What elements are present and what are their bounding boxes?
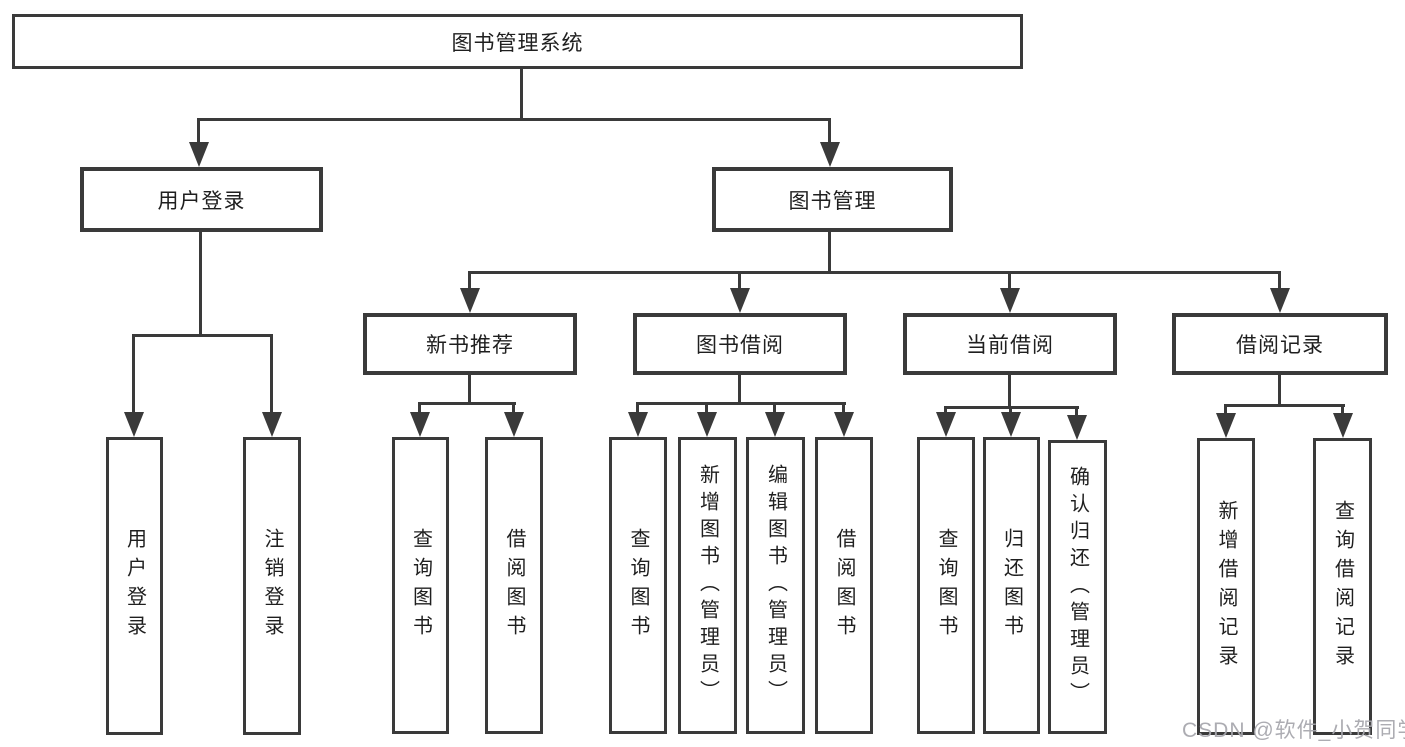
leaf-cb-confirm-return-admin-label: 确认归还（管理员） xyxy=(1066,465,1089,709)
connector-drop-user-login xyxy=(197,118,200,146)
connector-new-book-rail xyxy=(419,402,516,405)
arrowhead-bb-edit xyxy=(765,412,785,437)
node-new-book-recommend-label: 新书推荐 xyxy=(426,334,514,357)
arrowhead-new-book xyxy=(460,288,480,313)
arrowhead-leaf-login xyxy=(124,412,144,437)
leaf-nb-query-books-label: 查询图书 xyxy=(409,527,432,644)
leaf-br-query-record-label: 查询借阅记录 xyxy=(1331,499,1354,674)
node-user-login: 用户登录 xyxy=(80,167,323,232)
connector-drop-leaf-logout xyxy=(270,334,273,416)
leaf-logout: 注销登录 xyxy=(243,437,301,735)
node-borrow-records: 借阅记录 xyxy=(1172,313,1388,375)
connector-drop-cb-return xyxy=(1009,406,1012,416)
arrowhead-bb-borrow xyxy=(834,412,854,437)
connector-drop-bb-borrow xyxy=(842,402,845,416)
connector-drop-br-query xyxy=(1341,404,1344,416)
leaf-bb-borrow-books: 借阅图书 xyxy=(815,437,873,734)
node-book-borrow: 图书借阅 xyxy=(633,313,847,375)
leaf-user-login: 用户登录 xyxy=(106,437,163,735)
arrowhead-br-query xyxy=(1333,413,1353,438)
leaf-bb-add-books-admin: 新增图书（管理员） xyxy=(678,437,737,734)
connector-drop-current-borrow xyxy=(1008,271,1011,291)
leaf-bb-edit-books-admin: 编辑图书（管理员） xyxy=(746,437,805,734)
connector-drop-nb-borrow xyxy=(512,402,515,416)
connector-drop-leaf-login xyxy=(132,334,135,416)
connector-borrow-records-stem xyxy=(1278,375,1281,407)
connector-drop-cb-confirm xyxy=(1075,406,1078,416)
connector-drop-new-book xyxy=(468,271,471,291)
leaf-br-query-record: 查询借阅记录 xyxy=(1313,438,1372,735)
arrowhead-user-login xyxy=(189,142,209,167)
connector-drop-bb-add xyxy=(705,402,708,416)
connector-borrow-records-rail xyxy=(1225,404,1345,407)
leaf-bb-edit-books-admin-label: 编辑图书（管理员） xyxy=(764,464,787,707)
node-new-book-recommend: 新书推荐 xyxy=(363,313,577,375)
arrowhead-bb-query xyxy=(628,412,648,437)
node-root-system: 图书管理系统 xyxy=(12,14,1023,69)
arrowhead-borrow-records xyxy=(1270,288,1290,313)
leaf-cb-return-books: 归还图书 xyxy=(983,437,1040,734)
leaf-cb-return-books-label: 归还图书 xyxy=(1000,527,1023,644)
connector-new-book-stem xyxy=(468,375,471,404)
node-current-borrow-label: 当前借阅 xyxy=(966,334,1054,357)
connector-drop-nb-query xyxy=(418,402,421,416)
connector-drop-book-borrow xyxy=(738,271,741,291)
leaf-nb-query-books: 查询图书 xyxy=(392,437,449,734)
connector-book-borrow-rail xyxy=(637,402,846,405)
leaf-cb-query-books-label: 查询图书 xyxy=(935,527,957,644)
connector-user-login-stem xyxy=(199,232,202,337)
connector-user-login-rail xyxy=(133,334,273,337)
connector-current-borrow-rail xyxy=(945,406,1079,409)
arrowhead-leaf-logout xyxy=(262,412,282,437)
connector-drop-bb-edit xyxy=(773,402,776,416)
connector-root-rail xyxy=(199,118,831,121)
leaf-bb-add-books-admin-label: 新增图书（管理员） xyxy=(696,464,719,707)
arrowhead-book-borrow xyxy=(730,288,750,313)
connector-book-borrow-stem xyxy=(738,375,741,404)
node-current-borrow: 当前借阅 xyxy=(903,313,1117,375)
node-book-management-label: 图书管理 xyxy=(788,189,877,213)
node-book-management: 图书管理 xyxy=(712,167,953,232)
connector-root-stem xyxy=(520,69,523,121)
leaf-bb-borrow-books-label: 借阅图书 xyxy=(833,527,855,644)
arrowhead-cb-confirm xyxy=(1067,415,1087,440)
node-root-label: 图书管理系统 xyxy=(451,31,584,55)
arrowhead-nb-query xyxy=(410,412,430,437)
arrowhead-nb-borrow xyxy=(504,412,524,437)
leaf-bb-query-books-label: 查询图书 xyxy=(627,527,649,644)
connector-drop-bb-query xyxy=(636,402,639,416)
leaf-user-login-label: 用户登录 xyxy=(123,528,146,644)
connector-drop-br-add xyxy=(1224,404,1227,416)
connector-drop-borrow-records xyxy=(1278,271,1281,291)
arrowhead-book-mgmt xyxy=(820,142,840,167)
leaf-nb-borrow-books-label: 借阅图书 xyxy=(503,527,525,644)
node-user-login-label: 用户登录 xyxy=(157,189,246,213)
leaf-br-add-record: 新增借阅记录 xyxy=(1197,438,1255,735)
connector-current-borrow-stem xyxy=(1008,375,1011,408)
leaf-nb-borrow-books: 借阅图书 xyxy=(485,437,543,734)
arrowhead-current-borrow xyxy=(1000,288,1020,313)
leaf-br-add-record-label: 新增借阅记录 xyxy=(1215,499,1237,674)
arrowhead-bb-add xyxy=(697,412,717,437)
connector-book-mgmt-rail xyxy=(468,271,1281,274)
connector-drop-book-mgmt xyxy=(828,118,831,146)
leaf-cb-query-books: 查询图书 xyxy=(917,437,975,734)
leaf-cb-confirm-return-admin: 确认归还（管理员） xyxy=(1048,440,1107,734)
connector-drop-cb-query xyxy=(944,406,947,416)
leaf-bb-query-books: 查询图书 xyxy=(609,437,667,734)
arrowhead-br-add xyxy=(1216,413,1236,438)
arrowhead-cb-query xyxy=(936,412,956,437)
leaf-logout-label: 注销登录 xyxy=(261,528,283,644)
connector-book-mgmt-stem xyxy=(828,232,831,274)
csdn-watermark: CSDN @软件_小贺同学 xyxy=(1182,719,1405,742)
node-book-borrow-label: 图书借阅 xyxy=(696,334,784,357)
arrowhead-cb-return xyxy=(1001,412,1021,437)
node-borrow-records-label: 借阅记录 xyxy=(1236,334,1324,357)
